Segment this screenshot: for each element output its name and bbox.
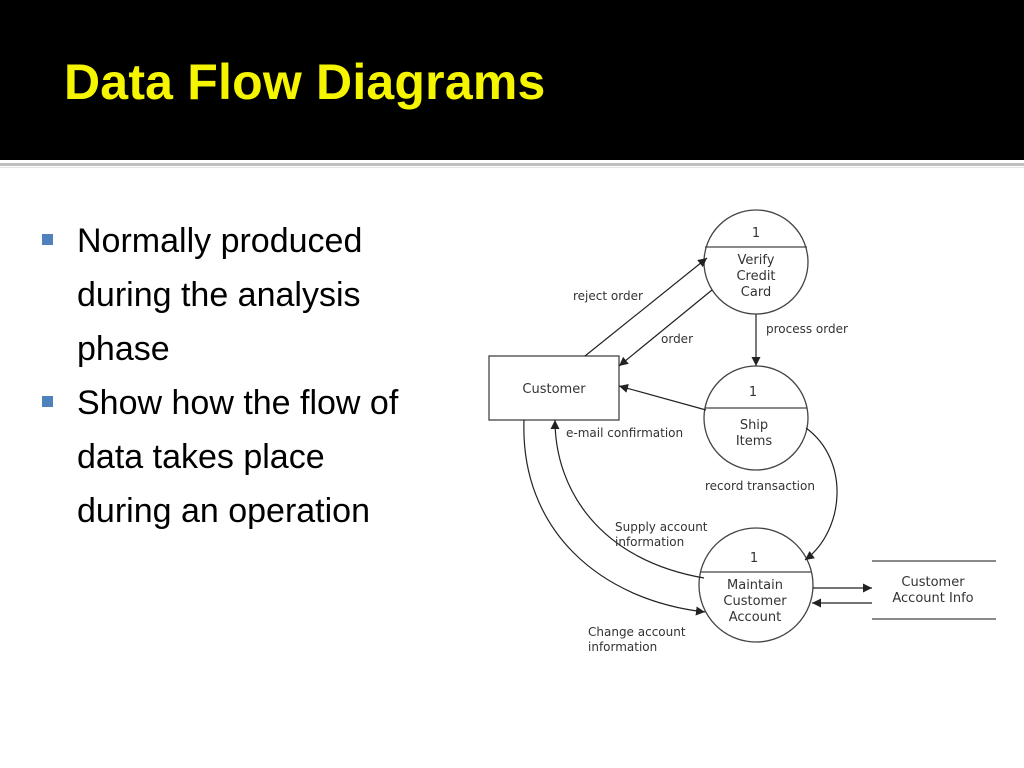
bullet-item: Normally produced during the analysis ph…	[40, 214, 485, 376]
process-label-line: Card	[741, 285, 771, 300]
process-number: 1	[750, 551, 758, 566]
data-store-label-line: Account Info	[892, 591, 973, 606]
bullet-list: Normally produced during the analysis ph…	[40, 214, 485, 538]
process-label-line: Ship	[740, 418, 768, 433]
flow-label-order: order	[661, 332, 693, 346]
bullet-item: Show how the flow of data takes place du…	[40, 376, 485, 538]
process-label-line: Verify	[738, 253, 775, 268]
flow-arrow-change-account-info	[523, 419, 706, 616]
external-entity-customer: Customer	[488, 355, 620, 421]
flow-label-supply-account-line: information	[615, 535, 684, 549]
slide-title: Data Flow Diagrams	[64, 54, 546, 110]
flow-label-reject-order: reject order	[573, 289, 643, 303]
flow-label-change-account-line: Change account	[588, 625, 686, 639]
flow-label-change-account-line: information	[588, 640, 657, 654]
process-number: 1	[752, 226, 760, 241]
flow-arrow-order	[618, 289, 713, 367]
bullet-line: phase	[77, 330, 170, 368]
bullet-line: data takes place	[77, 438, 325, 476]
bullet-square-icon	[42, 396, 53, 407]
flow-arrow-record-transaction	[804, 427, 838, 561]
entity-label: Customer	[522, 382, 586, 397]
title-bar: Data Flow Diagrams	[0, 0, 1024, 160]
bullet-line: during an operation	[77, 492, 371, 530]
process-verify-credit-card: 1 Verify Credit Card	[703, 209, 809, 315]
title-divider	[0, 163, 1024, 166]
process-label-line: Credit	[736, 269, 775, 284]
process-maintain-customer-account: 1 Maintain Customer Account	[698, 527, 814, 643]
flow-label-email-confirmation: e-mail confirmation	[566, 426, 683, 440]
process-label-line: Maintain	[727, 578, 783, 593]
flow-label-process-order: process order	[766, 322, 848, 336]
process-label-line: Customer	[723, 594, 787, 609]
data-store-label-line: Customer	[901, 575, 965, 590]
bullet-square-icon	[42, 234, 53, 245]
process-label-line: Items	[736, 434, 773, 449]
data-store-customer-account-info: Customer Account Info	[872, 560, 996, 620]
flow-arrow-email-confirmation	[618, 384, 707, 411]
process-label-line: Account	[729, 610, 782, 625]
bullet-line: during the analysis	[77, 276, 361, 314]
flow-arrow-supply-account-info	[550, 419, 705, 579]
flow-label-record-transaction: record transaction	[705, 479, 815, 493]
flow-label-supply-account-line: Supply account	[615, 520, 708, 534]
bullet-line: Normally produced	[77, 222, 363, 260]
process-number: 1	[749, 385, 757, 400]
process-ship-items: 1 Ship Items	[703, 365, 809, 471]
title-divider-thin	[0, 167, 1024, 168]
flow-arrow-reject-order	[584, 257, 708, 357]
bullet-line: Show how the flow of	[77, 384, 399, 422]
